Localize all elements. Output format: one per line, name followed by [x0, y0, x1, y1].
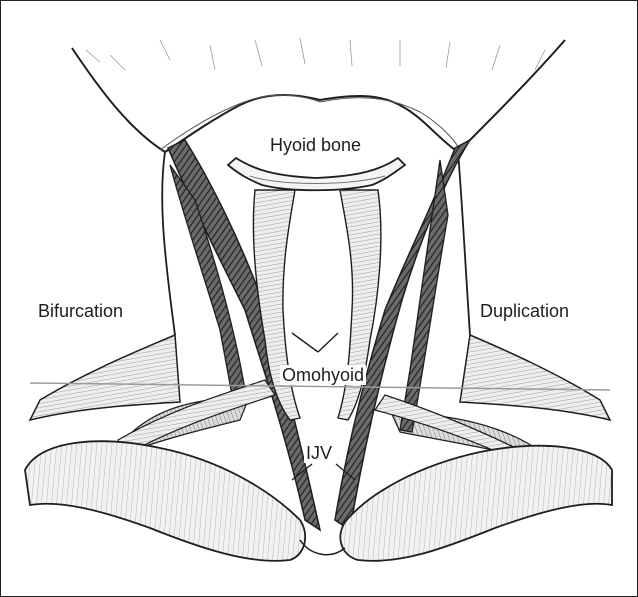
frame-border	[0, 0, 638, 597]
figure-frame: Hyoid bone Bifurcation Duplication Omohy…	[0, 0, 638, 597]
